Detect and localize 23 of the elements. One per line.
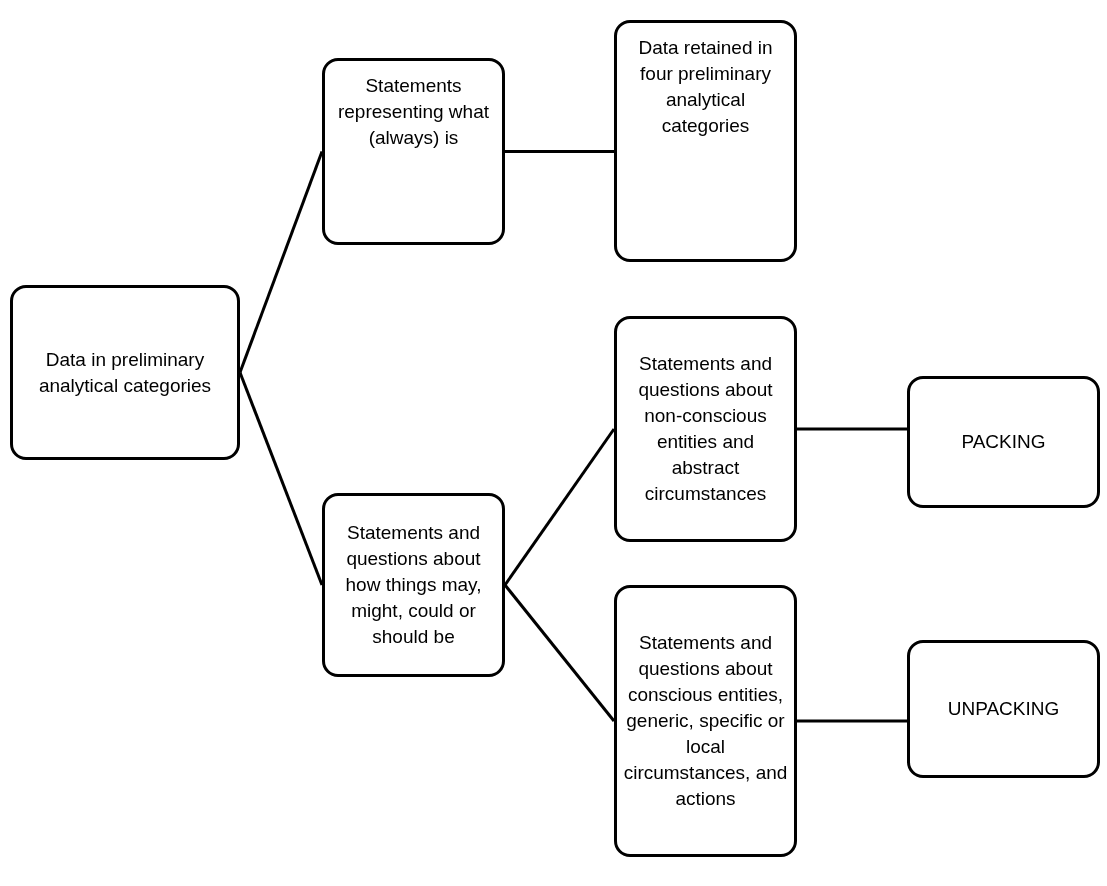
connector-line bbox=[238, 150, 324, 374]
process-box bbox=[614, 585, 797, 857]
box-text: UNPACKING bbox=[947, 697, 1060, 721]
process-box bbox=[907, 640, 1100, 778]
box-text: Statements representing what (always) is bbox=[336, 74, 490, 150]
process-box bbox=[322, 58, 505, 245]
box-text: Statements and questions about non-conscious entities and abstract circumstances bbox=[637, 352, 774, 506]
box-text: PACKING bbox=[961, 430, 1046, 454]
connector-line bbox=[503, 428, 616, 586]
process-box bbox=[614, 316, 797, 542]
box-text: Data in preliminary analytical categories bbox=[37, 347, 213, 398]
box-text: Statements and questions about conscious entities, generic, specific or local circumstances, and actions bbox=[622, 631, 789, 811]
box-text: Data retained in four preliminary analytical categories bbox=[637, 36, 774, 138]
process-box bbox=[907, 376, 1100, 508]
box-text: Statements and questions about how things may, might, could or should be bbox=[344, 521, 483, 649]
process-box bbox=[614, 20, 797, 262]
process-box bbox=[10, 285, 240, 460]
connector-line bbox=[797, 719, 907, 723]
connector-line bbox=[238, 371, 324, 586]
connector-line bbox=[797, 427, 907, 431]
connector-line bbox=[503, 584, 616, 722]
connector-line bbox=[505, 150, 614, 153]
process-box bbox=[322, 493, 505, 677]
